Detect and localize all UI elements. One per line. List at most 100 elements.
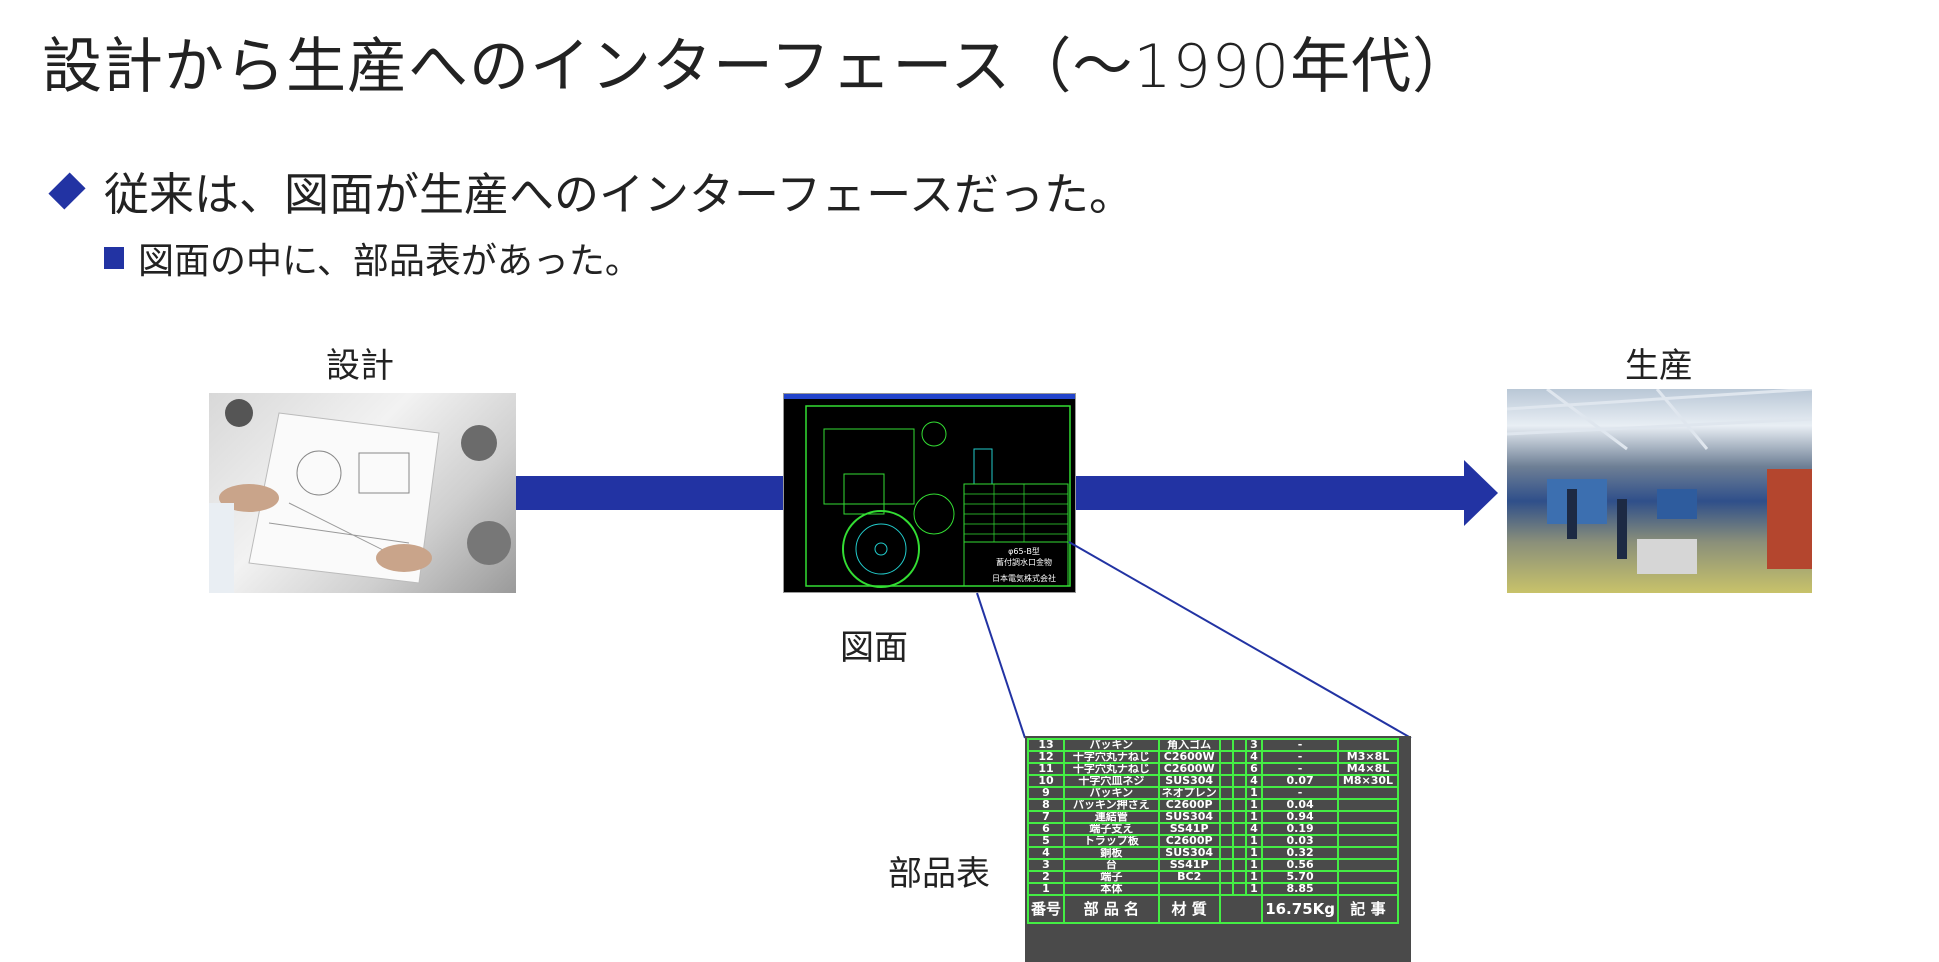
parts-cell-weight: 5.70 bbox=[1261, 870, 1339, 884]
parts-header-material: 材 質 bbox=[1157, 894, 1221, 924]
parts-cell-empty bbox=[1231, 846, 1247, 860]
parts-cell-no: 11 bbox=[1026, 762, 1066, 776]
parts-cell-weight: 0.04 bbox=[1261, 798, 1339, 812]
parts-cell-no: 12 bbox=[1026, 750, 1066, 764]
parts-cell-empty bbox=[1218, 822, 1234, 836]
parts-cell-name: パッキン bbox=[1063, 738, 1160, 752]
parts-header-note: 記 事 bbox=[1337, 894, 1399, 924]
design-photo bbox=[209, 393, 516, 593]
parts-cell-weight: 0.94 bbox=[1261, 810, 1339, 824]
parts-cell-material: BC2 bbox=[1157, 870, 1221, 884]
parts-cell-no: 3 bbox=[1026, 858, 1066, 872]
parts-cell-empty bbox=[1231, 834, 1247, 848]
parts-cell-material: SS41P bbox=[1157, 858, 1221, 872]
parts-cell-name: 端子 bbox=[1063, 870, 1160, 884]
parts-cell-name: 連結管 bbox=[1063, 810, 1160, 824]
parts-cell-weight: 0.56 bbox=[1261, 858, 1339, 872]
parts-cell-empty bbox=[1218, 774, 1234, 788]
parts-cell-note bbox=[1337, 810, 1399, 824]
parts-cell-empty bbox=[1231, 738, 1247, 752]
parts-cell-empty bbox=[1218, 750, 1234, 764]
parts-cell-material: C2600P bbox=[1157, 798, 1221, 812]
parts-cell-no: 10 bbox=[1026, 774, 1066, 788]
parts-cell-qty: 6 bbox=[1244, 762, 1264, 776]
parts-cell-material: ネオプレン bbox=[1157, 786, 1221, 800]
parts-cell-note: M4×8L bbox=[1337, 762, 1399, 776]
parts-cell-weight: 0.32 bbox=[1261, 846, 1339, 860]
bullet-text: 図面の中に、部品表があった。 bbox=[138, 241, 641, 282]
parts-cell-material bbox=[1157, 882, 1221, 896]
parts-cell-weight: 8.85 bbox=[1261, 882, 1339, 896]
parts-cell-note bbox=[1337, 798, 1399, 812]
parts-cell-qty: 1 bbox=[1244, 810, 1264, 824]
parts-cell-name: 本体 bbox=[1063, 882, 1160, 896]
parts-cell-material: 角入ゴム bbox=[1157, 738, 1221, 752]
parts-cell-empty bbox=[1231, 810, 1247, 824]
parts-header-empty bbox=[1218, 894, 1264, 924]
parts-cell-empty bbox=[1231, 774, 1247, 788]
slide-title: 設計から生産へのインターフェース（～1990年代） bbox=[42, 32, 1474, 102]
parts-cell-name: 銅板 bbox=[1063, 846, 1160, 860]
parts-cell-name: 端子支え bbox=[1063, 822, 1160, 836]
drawing-to-production-arrow bbox=[1076, 460, 1498, 526]
parts-cell-empty bbox=[1218, 798, 1234, 812]
parts-cell-empty bbox=[1231, 870, 1247, 884]
parts-cell-no: 4 bbox=[1026, 846, 1066, 860]
parts-cell-weight: - bbox=[1261, 738, 1339, 752]
design-photo-illustration bbox=[209, 399, 511, 593]
parts-cell-qty: 1 bbox=[1244, 858, 1264, 872]
bom-label: 部品表 bbox=[888, 854, 990, 894]
parts-cell-qty: 1 bbox=[1244, 882, 1264, 896]
parts-cell-note bbox=[1337, 870, 1399, 884]
parts-cell-note bbox=[1337, 738, 1399, 752]
parts-cell-note bbox=[1337, 882, 1399, 896]
parts-cell-material: SUS304 bbox=[1157, 774, 1221, 788]
drawing-company-text: 日本電気株式会社 bbox=[992, 573, 1056, 583]
parts-cell-empty bbox=[1231, 798, 1247, 812]
parts-cell-material: C2600W bbox=[1157, 762, 1221, 776]
cad-drawing-illustration: φ65-B型 蓄付調水口金物 日本電気株式会社 bbox=[784, 394, 1075, 588]
parts-cell-qty: 4 bbox=[1244, 750, 1264, 764]
parts-cell-qty: 4 bbox=[1244, 822, 1264, 836]
drawing-product-text: 蓄付調水口金物 bbox=[996, 557, 1052, 567]
cad-drawing-image: φ65-B型 蓄付調水口金物 日本電気株式会社 bbox=[783, 393, 1076, 593]
parts-cell-note bbox=[1337, 822, 1399, 836]
parts-cell-empty bbox=[1218, 810, 1234, 824]
parts-cell-weight: 0.07 bbox=[1261, 774, 1339, 788]
parts-cell-name: トラップ板 bbox=[1063, 834, 1160, 848]
parts-cell-material: SUS304 bbox=[1157, 810, 1221, 824]
parts-cell-empty bbox=[1218, 870, 1234, 884]
parts-cell-no: 1 bbox=[1026, 882, 1066, 896]
bullet-text: 従来は、図面が生産へのインターフェースだった。 bbox=[104, 168, 1135, 221]
parts-cell-qty: 1 bbox=[1244, 786, 1264, 800]
parts-cell-empty bbox=[1231, 822, 1247, 836]
bullet-level1: 従来は、図面が生産へのインターフェースだった。 bbox=[44, 158, 1134, 223]
parts-cell-weight: 0.03 bbox=[1261, 834, 1339, 848]
parts-cell-empty bbox=[1231, 750, 1247, 764]
parts-cell-name: 十字穴丸ナねじ bbox=[1063, 750, 1160, 764]
parts-cell-weight: - bbox=[1261, 762, 1339, 776]
parts-cell-material: SUS304 bbox=[1157, 846, 1221, 860]
factory-photo bbox=[1507, 389, 1812, 593]
parts-header-name: 部 品 名 bbox=[1063, 894, 1160, 924]
parts-cell-note bbox=[1337, 858, 1399, 872]
parts-cell-qty: 1 bbox=[1244, 846, 1264, 860]
parts-cell-qty: 3 bbox=[1244, 738, 1264, 752]
parts-cell-weight: - bbox=[1261, 786, 1339, 800]
parts-cell-material: C2600P bbox=[1157, 834, 1221, 848]
